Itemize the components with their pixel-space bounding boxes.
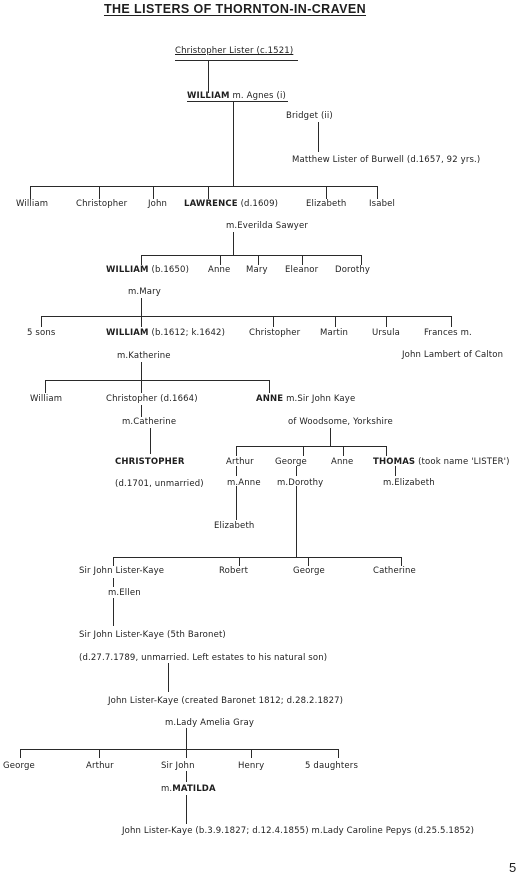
person-john-lister-kaye-baronet: John Lister-Kaye (created Baronet 1812; … bbox=[108, 696, 344, 706]
person-christopher-1664: Christopher (d.1664) bbox=[106, 394, 198, 404]
person-sir-john-gen11: Sir John bbox=[161, 761, 195, 771]
person-arthur-gen11: Arthur bbox=[86, 761, 114, 771]
person-name: WILLIAM bbox=[187, 91, 230, 101]
person-anne-kaye: ANNE m.Sir John Kaye bbox=[256, 394, 355, 404]
person-name: LAWRENCE bbox=[184, 199, 238, 209]
spouse-name: MATILDA bbox=[172, 784, 216, 794]
spouse-mary: m.Mary bbox=[128, 287, 161, 297]
person-name: WILLIAM bbox=[106, 265, 149, 275]
spouse-katherine: m.Katherine bbox=[117, 351, 171, 361]
person-dates: (b.1650) bbox=[151, 265, 190, 275]
person-thomas: THOMAS (took name 'LISTER') bbox=[373, 457, 510, 467]
person-isabel: Isabel bbox=[369, 199, 396, 209]
person-william-gen5: WILLIAM (b.1612; k.1642) bbox=[106, 328, 225, 338]
spouse-elizabeth: m.Elizabeth bbox=[383, 478, 435, 488]
person-dates: (b.1612; k.1642) bbox=[151, 328, 226, 338]
person-elizabeth-gen3: Elizabeth bbox=[306, 199, 347, 209]
spouse-agnes: m. Agnes (i) bbox=[232, 91, 286, 101]
spouse-john-lambert: John Lambert of Calton bbox=[402, 350, 504, 360]
person-christopher-1701-note: (d.1701, unmarried) bbox=[115, 479, 204, 489]
person-5-daughters: 5 daughters bbox=[305, 761, 359, 771]
spouse-sir-john-kaye: m.Sir John Kaye bbox=[286, 394, 356, 404]
place-woodsome: of Woodsome, Yorkshire bbox=[288, 417, 393, 427]
person-george-kaye: George bbox=[275, 457, 307, 467]
person-sir-john-lister-kaye: Sir John Lister-Kaye bbox=[79, 566, 165, 576]
person-5-sons: 5 sons bbox=[27, 328, 56, 338]
page-title: THE LISTERS OF THORNTON-IN-CRAVEN bbox=[103, 2, 367, 16]
person-john-lister-kaye-1827: John Lister-Kaye (b.3.9.1827; d.12.4.185… bbox=[122, 826, 475, 836]
person-dorothy-gen4: Dorothy bbox=[335, 265, 371, 275]
person-william-gen4: WILLIAM (b.1650) bbox=[106, 265, 189, 275]
spouse-prefix: m. bbox=[161, 784, 173, 794]
person-john-gen3: John bbox=[148, 199, 168, 209]
spouse-everilda-sawyer: m.Everilda Sawyer bbox=[226, 221, 308, 231]
spouse-ellen: m.Ellen bbox=[108, 588, 141, 598]
person-anne-kaye-jr: Anne bbox=[331, 457, 354, 467]
person-henry: Henry bbox=[238, 761, 265, 771]
person-anne-gen4: Anne bbox=[208, 265, 231, 275]
person-matthew-lister: Matthew Lister of Burwell (d.1657, 92 yr… bbox=[292, 155, 481, 165]
person-christopher-gen3: Christopher bbox=[76, 199, 128, 209]
spouse-catherine: m.Catherine bbox=[122, 417, 177, 427]
person-ursula: Ursula bbox=[372, 328, 401, 338]
person-dates: (d.1609) bbox=[240, 199, 279, 209]
person-frances: Frances m. bbox=[424, 328, 472, 338]
person-william-gen2: WILLIAM m. Agnes (i) bbox=[187, 91, 286, 101]
person-eleanor: Eleanor bbox=[285, 265, 319, 275]
person-5th-baronet: Sir John Lister-Kaye (5th Baronet) bbox=[79, 630, 226, 640]
spouse-matilda: m.MATILDA bbox=[161, 784, 216, 794]
person-name: ANNE bbox=[256, 394, 284, 404]
person-catherine: Catherine bbox=[373, 566, 416, 576]
spouse-dorothy: m.Dorothy bbox=[277, 478, 324, 488]
person-mary-gen4: Mary bbox=[246, 265, 268, 275]
person-george-gen11: George bbox=[3, 761, 35, 771]
spouse-bridget: Bridget (ii) bbox=[286, 111, 333, 121]
page-number: 5 bbox=[509, 860, 517, 875]
person-note: (took name 'LISTER') bbox=[418, 457, 510, 467]
person-name: WILLIAM bbox=[106, 328, 149, 338]
person-christopher-1701: CHRISTOPHER bbox=[115, 457, 185, 467]
person-christopher-gen5: Christopher bbox=[249, 328, 301, 338]
person-william-gen3: William bbox=[16, 199, 49, 209]
person-martin: Martin bbox=[320, 328, 349, 338]
person-william-gen6: William bbox=[30, 394, 63, 404]
person-lawrence: LAWRENCE (d.1609) bbox=[184, 199, 278, 209]
person-name: THOMAS bbox=[373, 457, 416, 467]
spouse-lady-amelia-gray: m.Lady Amelia Gray bbox=[165, 718, 255, 728]
person-elizabeth-kaye: Elizabeth bbox=[214, 521, 255, 531]
person-robert: Robert bbox=[219, 566, 249, 576]
spouse-anne: m.Anne bbox=[227, 478, 261, 488]
person-5th-baronet-note: (d.27.7.1789, unmarried. Left estates to… bbox=[79, 653, 328, 663]
person-arthur-kaye: Arthur bbox=[226, 457, 254, 467]
person-george-gen8: George bbox=[293, 566, 325, 576]
person-christopher-lister-1521: Christopher Lister (c.1521) bbox=[175, 46, 294, 56]
